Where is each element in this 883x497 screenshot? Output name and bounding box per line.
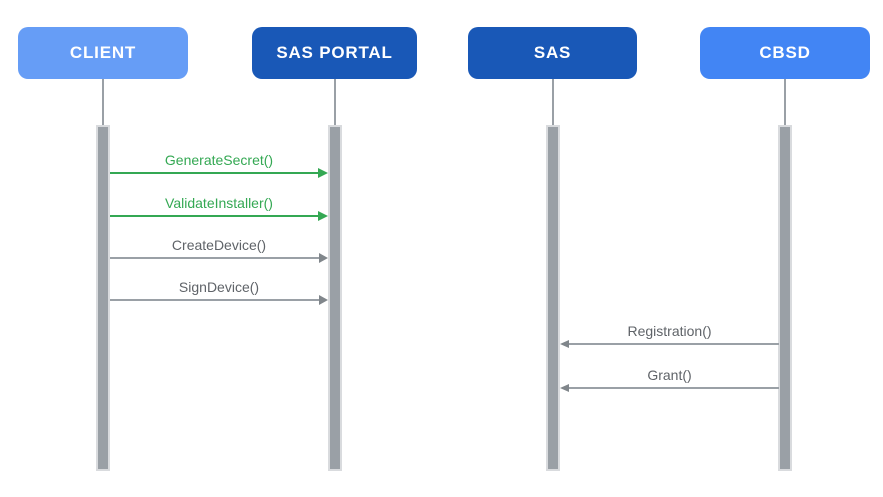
actor-box-cbsd: CBSD: [700, 27, 870, 79]
lifeline-cbsd: [784, 79, 786, 125]
lifeline-client: [102, 79, 104, 125]
actor-box-sas-portal: SAS PORTAL: [252, 27, 417, 79]
activation-bar-cbsd: [778, 125, 792, 471]
message-label: GenerateSecret(): [164, 152, 274, 168]
lifeline-sas: [552, 79, 554, 125]
arrow-line: [568, 387, 779, 389]
message-label: Grant(): [647, 367, 692, 383]
message-label: ValidateInstaller(): [165, 195, 273, 211]
arrow-line: [110, 299, 320, 301]
activation-bar-sas-portal: [328, 125, 342, 471]
message-label: Registration(): [627, 323, 712, 339]
activation-bar-client: [96, 125, 110, 471]
arrow-head-left-icon: [560, 384, 569, 392]
actor-box-sas: SAS: [468, 27, 637, 79]
arrow-line: [110, 215, 320, 217]
arrow-head-right-icon: [318, 168, 328, 178]
arrow-line: [110, 172, 320, 174]
actor-box-client: CLIENT: [18, 27, 188, 79]
message-label: SignDevice(): [178, 279, 260, 295]
arrow-line: [568, 343, 779, 345]
lifeline-sas-portal: [334, 79, 336, 125]
arrow-head-right-icon: [318, 211, 328, 221]
activation-bar-sas: [546, 125, 560, 471]
arrow-head-right-icon: [319, 253, 328, 263]
message-label: CreateDevice(): [171, 237, 267, 253]
arrow-head-left-icon: [560, 340, 569, 348]
arrow-line: [110, 257, 320, 259]
arrow-head-right-icon: [319, 295, 328, 305]
